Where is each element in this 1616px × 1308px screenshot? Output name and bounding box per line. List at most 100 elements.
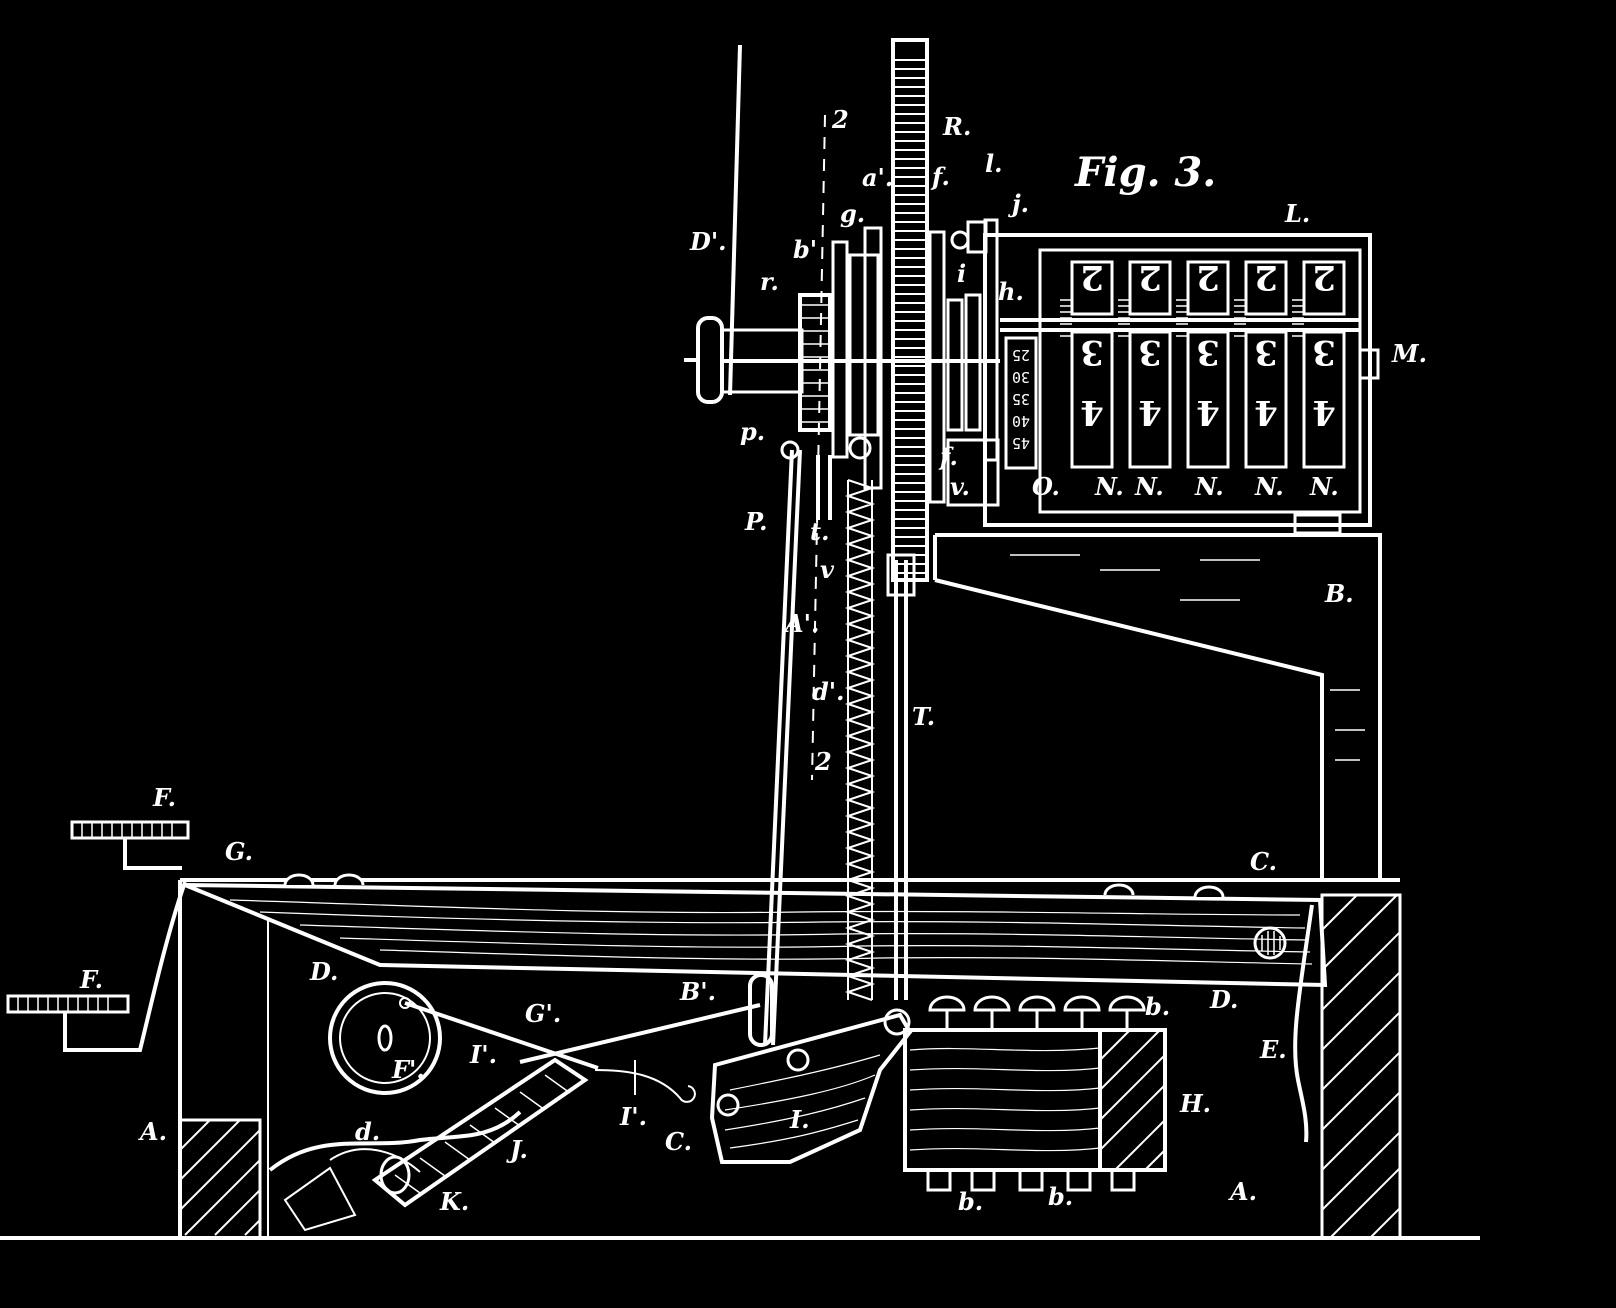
pawl-d	[283, 1166, 357, 1232]
label-b: B.	[1324, 579, 1354, 608]
label-j: j.	[1008, 189, 1029, 218]
label-f-prime: F'.	[391, 1055, 425, 1084]
label-g-crank: G.	[225, 837, 253, 866]
label-l-housing: L.	[1284, 199, 1310, 228]
label-i: i	[957, 259, 966, 288]
wheel-digit: 4	[1254, 392, 1278, 432]
wheel-digit: 2	[1196, 257, 1220, 297]
scale-value: 30	[1012, 368, 1030, 386]
counter-wheel: 234	[1292, 257, 1346, 469]
rack-r	[891, 38, 929, 582]
label-d-pawl: d.	[355, 1117, 380, 1146]
lever-j	[371, 1057, 589, 1208]
key-lever-i	[709, 973, 913, 1164]
spring-k	[268, 1110, 522, 1172]
label-i-prime-a: I'.	[469, 1040, 497, 1069]
label-p: p.	[740, 417, 765, 446]
label-h-block: H.	[1179, 1089, 1211, 1118]
label-a-prime-rod: A'.	[783, 609, 819, 638]
label-a-left: A.	[138, 1117, 167, 1146]
label-n2: N.	[1134, 472, 1164, 501]
cabinet	[178, 878, 1402, 1240]
label-d-right: D.	[1209, 985, 1238, 1014]
counter-wheel: 2 3 4	[1060, 257, 1114, 469]
wheel-digit: 4	[1196, 392, 1220, 432]
gear-stack-left	[780, 226, 883, 520]
stand-b	[933, 533, 1382, 880]
scale-value: 45	[1012, 434, 1030, 452]
label-e: E.	[1259, 1035, 1287, 1064]
label-d-prime: D'.	[689, 227, 727, 256]
scale-value: 40	[1012, 412, 1030, 430]
wheel-digit: 2	[1312, 257, 1336, 297]
label-c-small: C.	[665, 1127, 692, 1156]
label-a-prime: a'.	[862, 163, 893, 192]
rod-d-prime	[728, 44, 742, 396]
wheel-digit: 2	[1080, 257, 1104, 297]
label-d-prime-spring: d'.	[812, 677, 844, 706]
scale-value: 25	[1012, 346, 1030, 364]
label-v: v	[820, 555, 835, 584]
crank-handles	[6, 820, 190, 1052]
label-l: l.	[985, 149, 1002, 178]
spring-arm-e	[1293, 904, 1314, 1143]
wheel-f-prime	[328, 981, 442, 1095]
rod-a-prime	[763, 449, 802, 1046]
label-i-prime-b: I'.	[619, 1102, 647, 1131]
label-n4: N.	[1254, 472, 1284, 501]
counter-scale: 25 30 35 40 45	[1012, 346, 1030, 452]
key-block-h	[903, 995, 1167, 1192]
label-b-bottom-1: b.	[958, 1187, 983, 1216]
label-j: J.	[506, 1135, 528, 1164]
label-d-left: D.	[309, 957, 338, 986]
label-a-bottom: A.	[1228, 1177, 1257, 1206]
label-n3: N.	[1194, 472, 1224, 501]
label-c-pivot: C.	[1250, 847, 1277, 876]
wheel-digit: 4	[1138, 392, 1162, 432]
label-m: M.	[1391, 339, 1427, 368]
label-k: K.	[439, 1187, 469, 1216]
wheel-digit: 3	[1312, 332, 1336, 372]
label-v2: v.	[950, 472, 970, 501]
label-p-upper: P.	[744, 507, 767, 536]
wheel-digit: 3	[1196, 332, 1220, 372]
label-b-bottom-2: b.	[1048, 1182, 1073, 1211]
board-d	[184, 873, 1328, 988]
link-g-prime	[404, 1001, 599, 1070]
counter-wheel: 2 3 4	[1176, 257, 1230, 469]
label-h: h.	[998, 277, 1024, 306]
labels: Fig. 3. R. a'. f. l. j. L. g. b' r. i h.…	[79, 105, 1427, 1216]
spring-d-prime	[844, 479, 876, 1001]
section-line	[811, 114, 826, 781]
label-b-prime: b'	[793, 235, 817, 264]
wheel-digit: 3	[1254, 332, 1278, 372]
pawl-d-curve	[329, 1148, 421, 1173]
label-section-top: 2	[831, 105, 849, 134]
label-f: f.	[930, 162, 950, 191]
figure-title: Fig. 3.	[1074, 149, 1216, 196]
wheel-digit: 4	[1080, 392, 1104, 432]
label-o: O.	[1032, 472, 1060, 501]
label-f-top: F.	[152, 783, 176, 812]
scale-value: 35	[1012, 390, 1030, 408]
counter-wheel: 234	[1118, 257, 1172, 469]
rod-b-prime	[519, 1003, 761, 1064]
label-g: g.	[840, 199, 865, 228]
label-t-rod: T.	[912, 702, 935, 731]
label-b-pins: b.	[1145, 992, 1170, 1021]
wheel-digit: 3	[1080, 332, 1104, 372]
label-f-left: F.	[79, 965, 103, 994]
label-f2: f.	[938, 442, 958, 471]
label-t: t.	[810, 517, 829, 546]
label-r-small: r.	[760, 267, 779, 296]
label-g-prime: G'.	[525, 999, 561, 1028]
label-b-prime-rod: B'.	[679, 977, 716, 1006]
label-r: R.	[942, 112, 971, 141]
wheel-digit: 2	[1138, 257, 1162, 297]
counter-wheel: 2 3 4	[1234, 257, 1288, 469]
label-n1: N.	[1094, 472, 1124, 501]
wheel-digit: 2	[1254, 257, 1278, 297]
